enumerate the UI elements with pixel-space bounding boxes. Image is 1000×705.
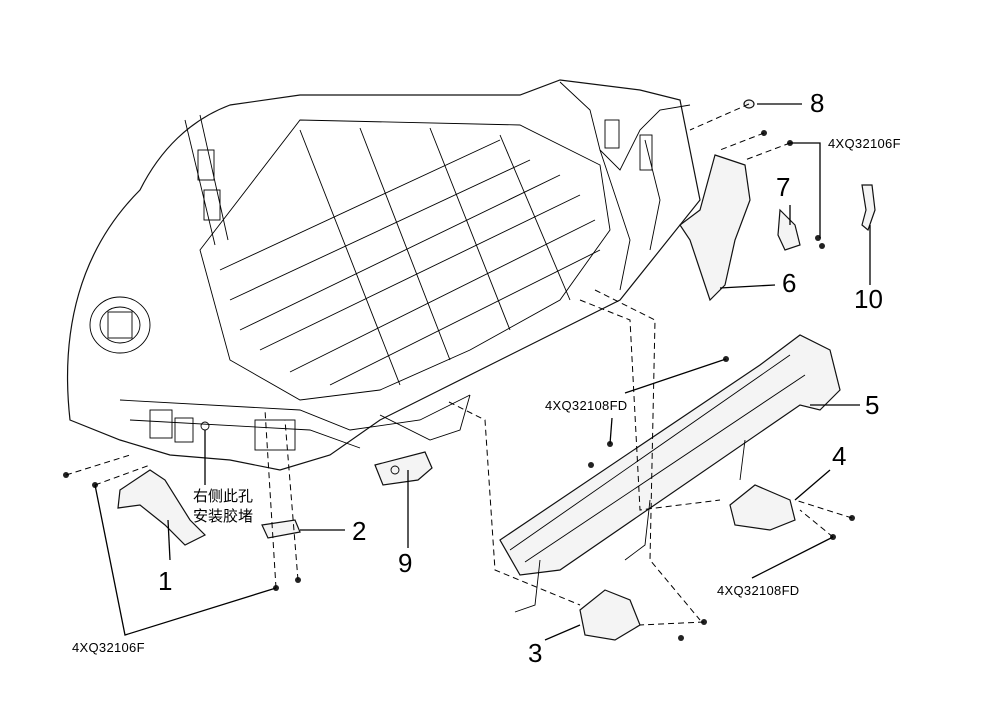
part-7-small-bracket <box>777 208 801 251</box>
part-5-bumper-beam <box>499 334 841 576</box>
part-code-bottom-left: 4XQ32106F <box>72 640 145 655</box>
part-5-beam-rib <box>524 374 806 563</box>
part-10-hook-clip <box>861 184 876 232</box>
callout-9: 9 <box>398 548 412 578</box>
callout-labels: 1 2 3 4 5 6 7 8 9 10 <box>158 88 883 668</box>
callout-1: 1 <box>158 566 172 596</box>
part-5-mount-mid <box>624 499 651 561</box>
note-line-2: 安装胶堵 <box>193 507 253 525</box>
callout-6: 6 <box>782 268 796 298</box>
vehicle-rear-body <box>66 79 701 471</box>
part-9-hole <box>390 465 400 475</box>
installation-note: 右侧此孔 安装胶堵 <box>193 487 253 525</box>
part-code-top-right: 4XQ32106F <box>828 136 901 151</box>
bolt <box>819 243 825 249</box>
callout-4: 4 <box>832 441 846 471</box>
callout-10: 10 <box>854 284 883 314</box>
part-4-right-bracket <box>729 484 796 531</box>
callout-8: 8 <box>810 88 824 118</box>
part-6-vertical-bracket <box>679 154 751 302</box>
callout-3: 3 <box>528 638 542 668</box>
part-9-center-bracket <box>374 451 433 486</box>
bolt <box>588 462 594 468</box>
part-code-bottom-right: 4XQ32108FD <box>717 583 800 598</box>
leader-lines <box>94 103 871 641</box>
assembly-guide-lines <box>65 103 853 626</box>
callout-5: 5 <box>865 390 879 420</box>
callout-7: 7 <box>776 172 790 202</box>
part-5-mount-left <box>514 559 541 613</box>
bolt <box>678 635 684 641</box>
part-5-beam-rib <box>509 354 791 551</box>
part-5-mount-right <box>739 439 746 481</box>
note-line-1: 右侧此孔 <box>193 487 253 505</box>
part-2-clip <box>261 519 301 539</box>
part-1-left-bracket <box>117 469 207 546</box>
part-3-lower-bracket <box>579 589 641 641</box>
part-code-labels: 4XQ32106F 4XQ32106F 4XQ32108FD 4XQ32108F… <box>72 136 901 655</box>
callout-2: 2 <box>352 516 366 546</box>
part-code-center: 4XQ32108FD <box>545 398 628 413</box>
